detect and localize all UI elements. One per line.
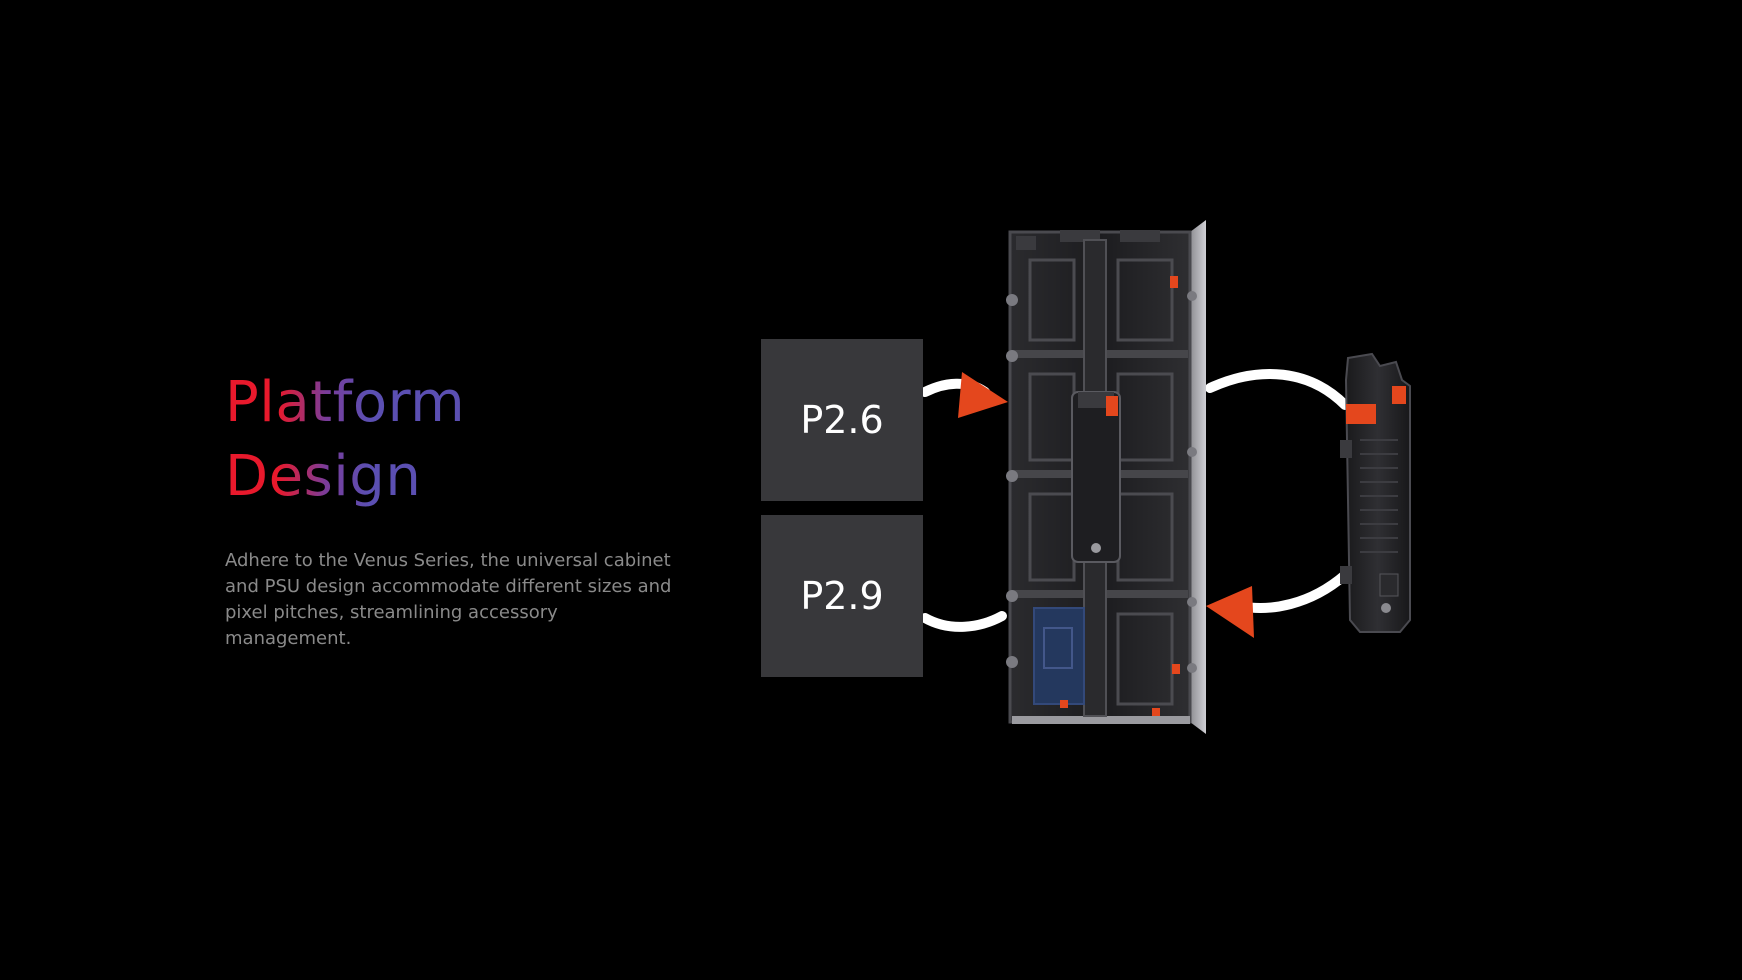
- power-supply-unit-icon: [1340, 352, 1411, 633]
- pitch-option-p2-9: P2.9: [761, 515, 923, 677]
- led-cabinet-icon: [1006, 220, 1206, 734]
- page-title: Platform Design: [225, 366, 745, 514]
- feature-description: Adhere to the Venus Series, the universa…: [225, 550, 672, 649]
- title-line-2: Design: [225, 440, 465, 514]
- pitch-option-p2-6: P2.6: [761, 339, 923, 501]
- right-circular-arrow-icon: [1205, 369, 1350, 638]
- title-line-1: Platform: [225, 366, 465, 440]
- left-circular-arrow-icon: [920, 372, 1008, 632]
